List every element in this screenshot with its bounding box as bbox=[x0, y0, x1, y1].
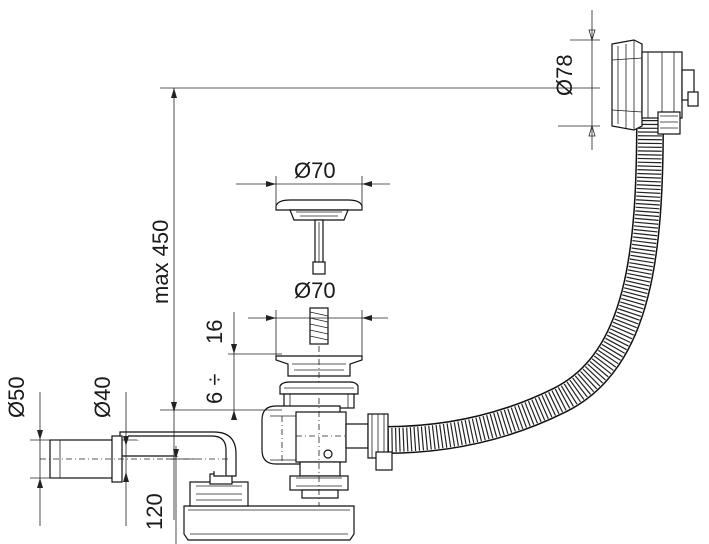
strainer-flange bbox=[275, 346, 363, 384]
flexible-hose bbox=[384, 119, 664, 454]
drain-body bbox=[183, 381, 393, 541]
threaded-screw bbox=[309, 307, 329, 345]
cap-diameter-label: Ø70 bbox=[294, 158, 336, 183]
thickness-range-label: 6 ÷ bbox=[202, 374, 227, 404]
inner-outlet-diameter-label: Ø40 bbox=[90, 376, 115, 418]
thread-range-label: 16 bbox=[202, 320, 227, 344]
outlet-diameter-label: Ø50 bbox=[4, 376, 29, 418]
overflow-assembly bbox=[611, 39, 699, 135]
overflow-diameter-label: Ø78 bbox=[552, 54, 577, 96]
trap-height-label: 120 bbox=[142, 493, 167, 530]
drain-cap bbox=[275, 199, 363, 275]
strainer-diameter-label: Ø70 bbox=[294, 278, 336, 303]
max-height-label: max 450 bbox=[148, 220, 173, 304]
outlet-elbow bbox=[40, 431, 237, 483]
dimension-lines bbox=[30, 10, 600, 544]
